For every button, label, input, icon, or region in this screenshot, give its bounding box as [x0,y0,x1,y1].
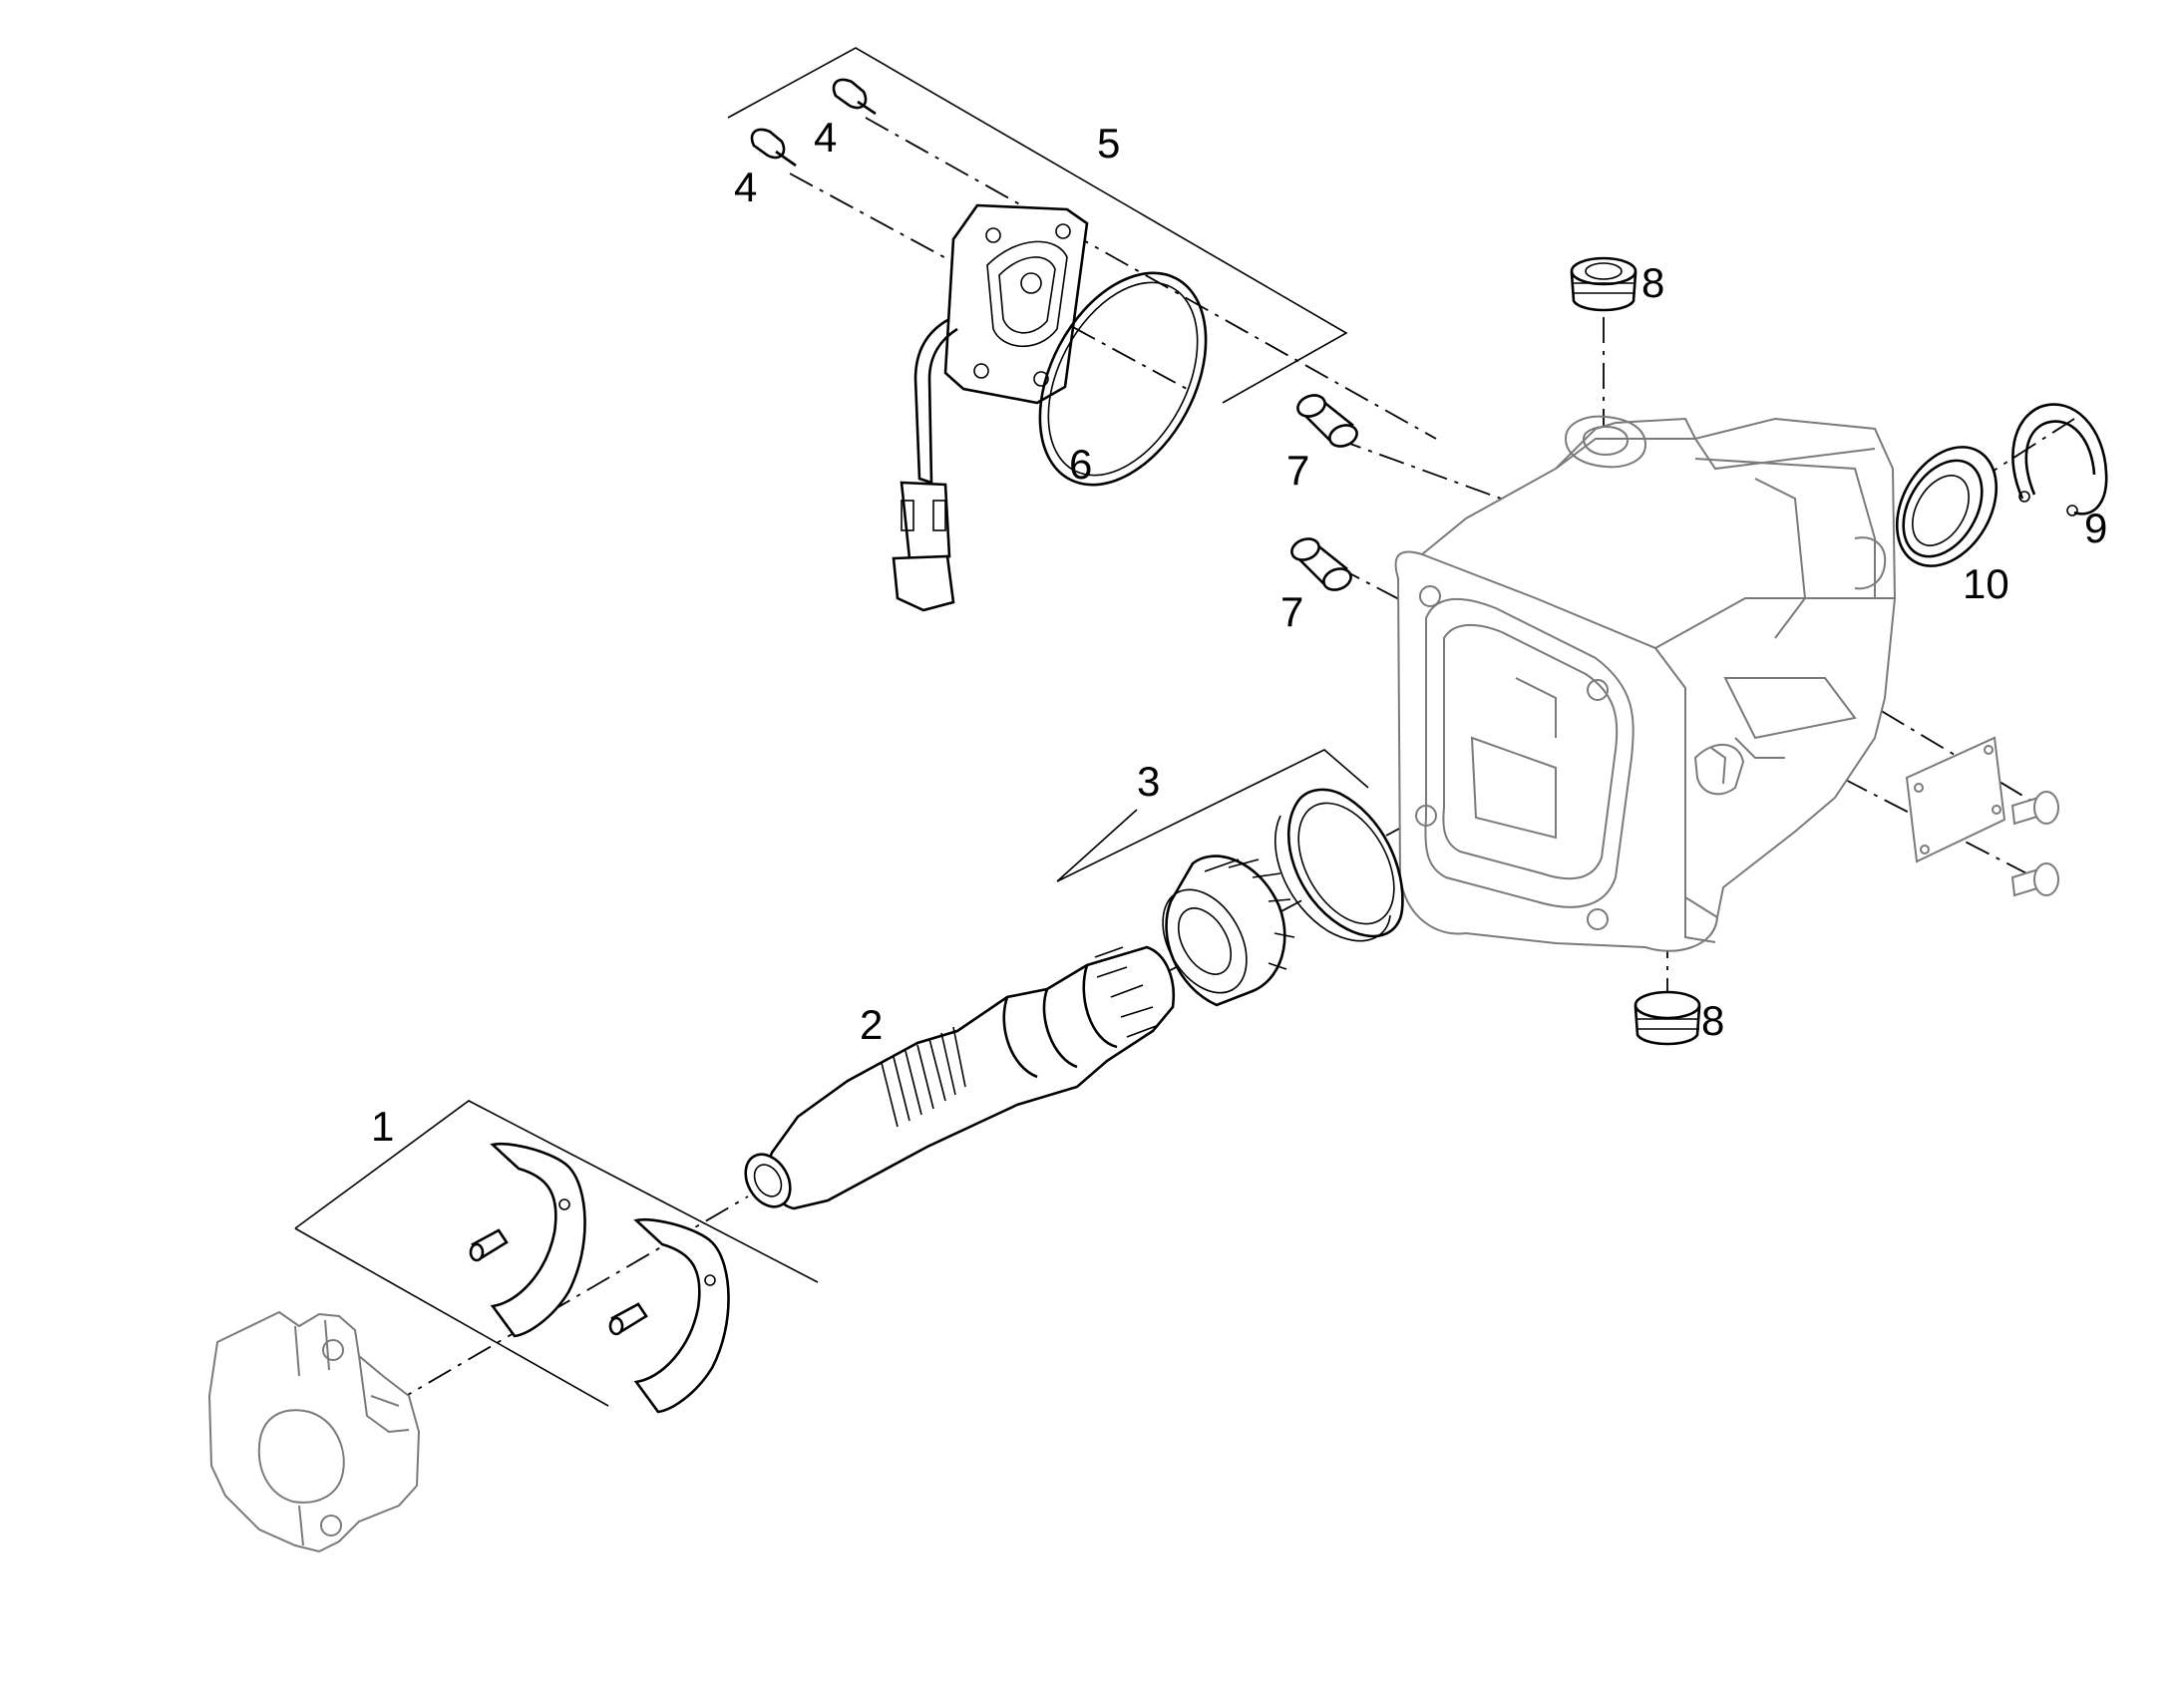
plug-top [1570,256,1637,312]
drive-shaft [744,945,1176,1210]
plug-bottom [1634,990,1701,1046]
bearing-cup [1273,788,1404,942]
dowel-pin-upper [1296,394,1358,448]
bracket-group-3 [1056,749,1369,882]
bearing-shell-right [633,1217,730,1414]
pin-right [608,1302,648,1336]
callout-4a: 4 [814,114,837,161]
dowel-pin-lower [1290,537,1352,591]
callout-5: 5 [1097,120,1120,167]
callout-8b: 8 [1701,997,1724,1044]
callout-1: 1 [371,1103,394,1150]
pump-housing [1394,415,1897,952]
cover-screw-lower [2010,862,2059,897]
callout-4b: 4 [734,164,757,210]
callout-7b: 7 [1280,588,1303,635]
callout-3: 3 [1137,758,1160,805]
callout-labels: 1 2 3 4 4 5 6 7 7 8 8 9 10 [371,114,2107,1150]
o-ring [1038,271,1208,487]
callout-2: 2 [860,1001,883,1048]
screw-upper [832,78,877,116]
callout-8a: 8 [1641,259,1664,306]
bearing-shell-left [490,1142,586,1338]
cover-screw-upper [2010,791,2059,826]
sensor-plate-assembly [892,203,1089,612]
bracket-group-1 [294,1100,819,1407]
shaft-seal [1895,446,1998,567]
callout-7a: 7 [1286,447,1309,494]
callout-10: 10 [1963,560,2009,607]
callout-6: 6 [1069,441,1092,488]
bracket-group-5 [727,47,1348,404]
pin-left [469,1228,509,1262]
callout-9: 9 [2084,505,2107,551]
taper-roller-bearing [1162,854,1295,1007]
retaining-ring [2011,403,2108,516]
screw-lower [750,128,797,168]
cover-plate [1905,736,2006,863]
swash-plate [207,1310,421,1553]
